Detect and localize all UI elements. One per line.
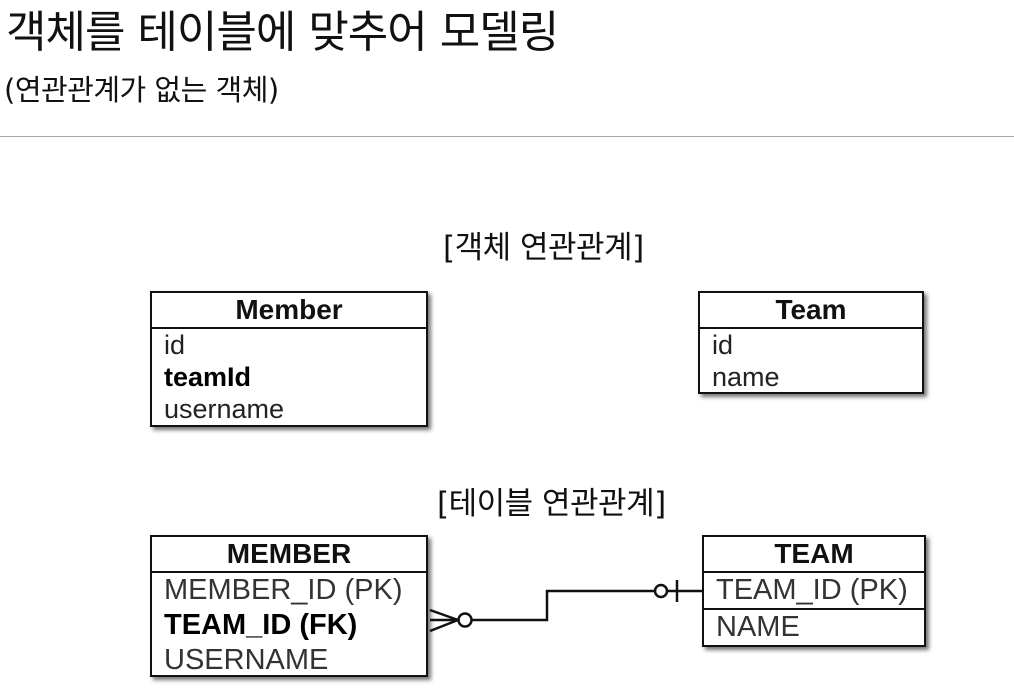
- team-object-box: Team id name: [698, 291, 924, 394]
- page-subtitle: (연관관계가 없는 객체): [4, 73, 279, 107]
- zero-circle-team-side: [653, 583, 669, 599]
- object-section-label: [객체 연관관계]: [443, 230, 644, 266]
- team-object-field-name: name: [712, 362, 780, 392]
- member-table-box: MEMBER MEMBER_ID (PK) TEAM_ID (FK) USERN…: [150, 535, 428, 677]
- member-object-box: Member id teamId username: [150, 291, 428, 427]
- relationship-line: [472, 589, 655, 622]
- member-object-field-id: id: [164, 330, 186, 360]
- member-object-name: Member: [152, 293, 426, 329]
- crows-foot-many-marker: [429, 608, 459, 633]
- member-table-column-member-id: MEMBER_ID (PK): [164, 574, 403, 606]
- team-table-column-name: NAME: [716, 611, 800, 643]
- member-table-column-username: USERNAME: [164, 644, 329, 676]
- member-table-column-team-id: TEAM_ID (FK): [164, 609, 358, 641]
- page-title: 객체를 테이블에 맞추어 모델링: [6, 7, 559, 58]
- team-object-name: Team: [700, 293, 922, 329]
- team-table-name: TEAM: [704, 537, 924, 573]
- member-object-field-teamid: teamId: [164, 362, 252, 392]
- member-object-field-username: username: [164, 394, 285, 424]
- member-table-name: MEMBER: [152, 537, 426, 573]
- zero-circle-member-side: [457, 612, 473, 628]
- team-table-column-team-id: TEAM_ID (PK): [704, 573, 924, 610]
- team-table-box: TEAM TEAM_ID (PK) NAME: [702, 535, 926, 647]
- header-divider: [0, 136, 1014, 137]
- team-object-field-id: id: [712, 330, 734, 360]
- table-section-label: [테이블 연관관계]: [437, 486, 666, 522]
